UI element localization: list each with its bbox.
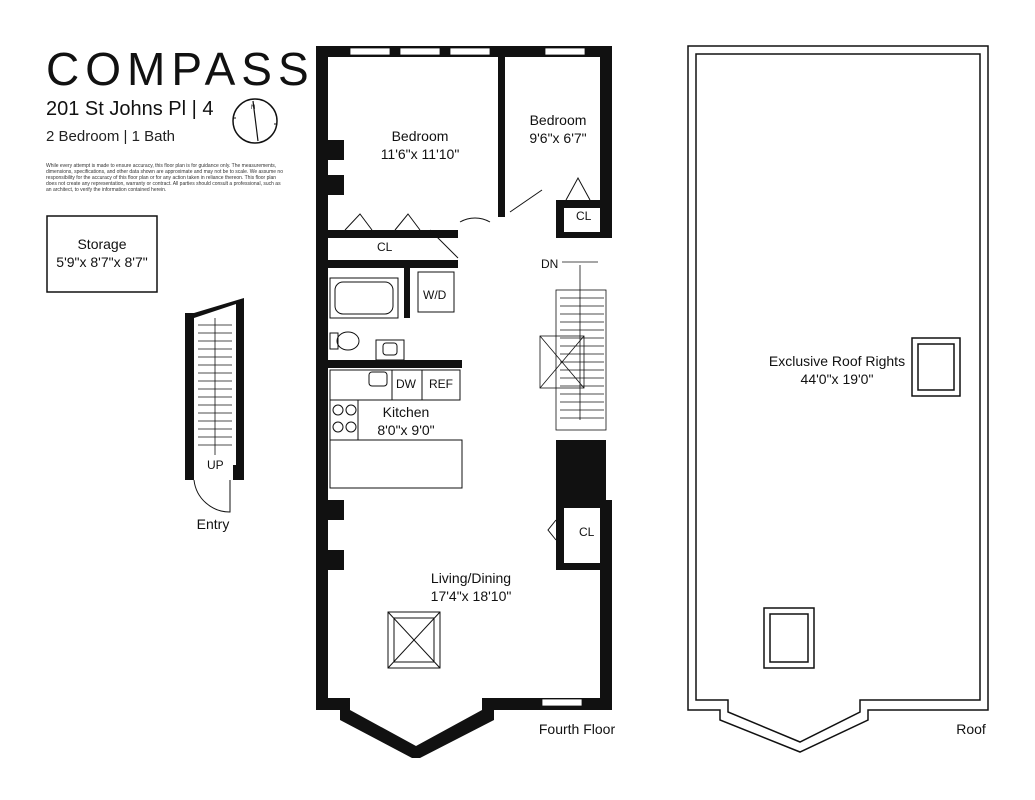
bedroom-2-dims: 9'6"x 6'7" (529, 130, 587, 146)
kitchen-dims: 8'0"x 9'0" (377, 422, 435, 438)
refrigerator-label: REF (429, 377, 453, 391)
compass-north-label: N (251, 105, 255, 111)
kitchen-label: Kitchen (382, 404, 430, 420)
entry-caption: Entry (196, 516, 230, 532)
roof-outline (687, 45, 989, 753)
roof-area-dims: 44'0"x 19'0" (800, 371, 874, 387)
closet-b-label: CL (576, 209, 592, 223)
listing-summary: 2 Bedroom | 1 Bath (46, 128, 175, 145)
closet-c-label: CL (579, 525, 595, 539)
bedroom-1-label: Bedroom (391, 128, 449, 144)
living-dining-label: Living/Dining (430, 570, 512, 586)
entry-stair-up-label: UP (207, 458, 224, 472)
bedroom-2-label: Bedroom (529, 112, 587, 128)
storage-dims: 5'9"x 8'7"x 8'7" (56, 254, 148, 270)
compass-logo: COMPASS (46, 43, 315, 95)
dishwasher-label: DW (396, 377, 416, 391)
closet-a-label: CL (377, 240, 393, 254)
stair-down-label: DN (541, 257, 559, 271)
roof-area-label: Exclusive Roof Rights (768, 353, 906, 369)
entry-stair (185, 298, 244, 513)
bedroom-1-dims: 11'6"x 11'10" (380, 146, 460, 162)
listing-address: 201 St Johns Pl | 4 (46, 98, 214, 120)
compass-rose-icon (232, 98, 278, 144)
storage-label: Storage (77, 236, 127, 252)
disclaimer-text: While every attempt is made to ensure ac… (46, 163, 283, 193)
roof-caption: Roof (956, 721, 986, 737)
living-dining-dims: 17'4"x 18'10" (430, 588, 512, 604)
washer-dryer-label: W/D (423, 288, 447, 302)
storage-box (46, 215, 158, 293)
fourth-floor-caption: Fourth Floor (538, 721, 616, 737)
